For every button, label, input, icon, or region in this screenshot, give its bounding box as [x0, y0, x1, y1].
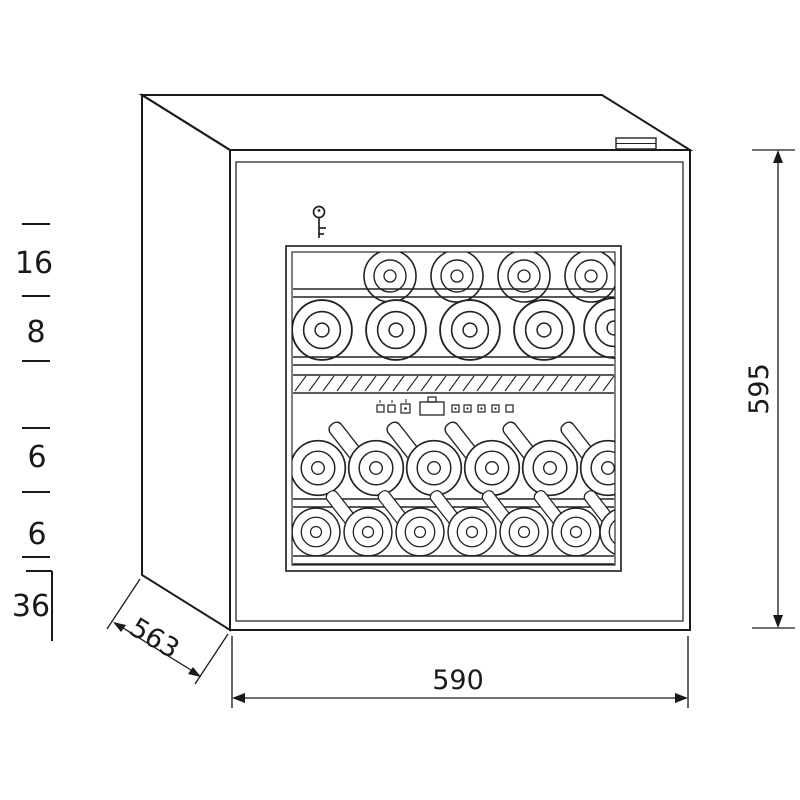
door-inner-edge	[235, 161, 684, 622]
control-panel	[376, 396, 514, 416]
control-button	[505, 404, 514, 413]
extension-line	[194, 633, 229, 685]
wine-bottle	[499, 507, 549, 557]
arrowhead-upleft-icon	[113, 622, 126, 632]
wine-bottle	[551, 507, 601, 557]
wine-bottle	[497, 249, 551, 303]
bottle-row-2	[291, 297, 645, 361]
wine-bottle	[439, 299, 501, 361]
shelf-rail-1	[293, 288, 614, 298]
arrowhead-downright-icon	[188, 667, 201, 677]
control-button	[451, 404, 460, 413]
wine-bottle	[564, 249, 618, 303]
cabinet-top-face	[138, 94, 694, 151]
wine-bottle	[347, 439, 405, 497]
arrowhead-down-icon	[773, 615, 783, 628]
shelf-hatching	[294, 375, 615, 392]
glass-frame-inner	[291, 251, 616, 566]
extension-line	[106, 578, 141, 630]
wine-bottle	[463, 439, 521, 497]
wine-bottle	[363, 249, 417, 303]
spacing-value: 36	[12, 589, 50, 624]
cabinet-left-face	[141, 93, 231, 632]
arrowhead-right-icon	[675, 693, 688, 703]
wooden-shelf	[293, 374, 615, 394]
control-button	[376, 404, 385, 413]
wine-bottle	[395, 507, 445, 557]
spacing-value: 6	[27, 440, 46, 475]
button-dot	[454, 407, 457, 410]
arrowhead-left-icon	[232, 693, 245, 703]
button-dot	[494, 407, 497, 410]
spacing-value: 8	[26, 315, 45, 350]
wine-bottle	[405, 439, 463, 497]
width-value: 590	[432, 665, 484, 696]
wine-bottle	[513, 299, 575, 361]
bottle-row-1	[363, 249, 618, 303]
wine-bottle	[447, 507, 497, 557]
glass-interior	[289, 249, 649, 565]
door-frame-mask	[233, 152, 689, 629]
button-dot	[480, 407, 483, 410]
display-tab	[427, 396, 437, 403]
dimension-width: 590	[231, 636, 689, 708]
wine-bottle	[291, 299, 353, 361]
wine-bottle	[365, 299, 427, 361]
door	[229, 137, 691, 631]
door-outline	[229, 149, 691, 631]
dimension-line	[114, 622, 200, 676]
control-button	[477, 404, 486, 413]
control-display	[419, 401, 445, 416]
wine-bottle	[291, 507, 341, 557]
arrowhead-up-icon	[773, 150, 783, 163]
spacing-value: 16	[15, 246, 53, 281]
bottle-row-3	[289, 419, 637, 497]
shelf-rail-2	[293, 356, 614, 366]
control-button	[491, 404, 500, 413]
glass-frame-outer	[285, 245, 622, 572]
control-button	[463, 404, 472, 413]
dimension-depth: 563	[106, 578, 229, 685]
depth-value: 563	[124, 612, 184, 665]
control-button	[387, 404, 396, 413]
height-value: 595	[744, 363, 775, 415]
spacing-value: 6	[27, 517, 46, 552]
button-dot	[404, 407, 407, 410]
wine-bottle	[430, 249, 484, 303]
shelf-spacing-stack: 16 8 6 6 36	[12, 223, 53, 641]
key-lock-icon	[312, 205, 326, 238]
door-latch	[615, 137, 657, 150]
wine-bottle	[343, 507, 393, 557]
control-button	[400, 403, 411, 414]
shelf-rail-4	[293, 555, 614, 565]
wine-bottle	[289, 439, 347, 497]
dimension-height: 595	[744, 149, 795, 629]
button-dot	[466, 407, 469, 410]
wine-bottle	[521, 439, 579, 497]
